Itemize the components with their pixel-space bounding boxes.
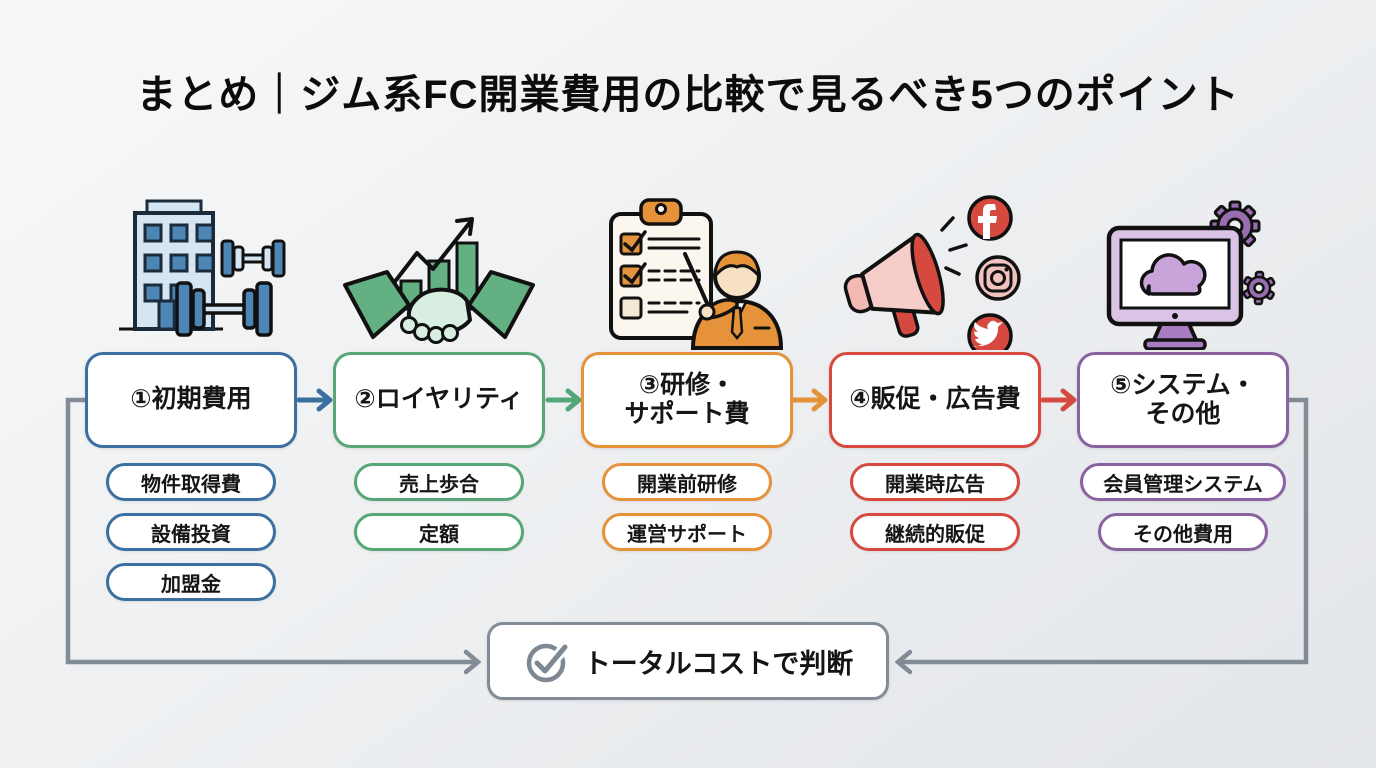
training-checklist-icon	[581, 185, 793, 352]
pill-opening-advertising: 開業時広告	[850, 463, 1020, 501]
pill-equipment-investment: 設備投資	[106, 513, 276, 551]
main-box-label: ④販促・広告費	[849, 385, 1021, 414]
arrow-4-5	[1040, 388, 1077, 412]
system-monitor-icon	[1077, 185, 1289, 352]
main-box-system-others: ⑤システム・ その他	[1077, 352, 1289, 448]
column-royalty: ②ロイヤリティ 売上歩合 定額	[333, 185, 545, 551]
column-system-others: ⑤システム・ その他 会員管理システム その他費用	[1077, 185, 1289, 551]
main-box-label: ②ロイヤリティ	[354, 385, 524, 414]
connector-left	[65, 397, 482, 675]
main-box-promotion-advertising: ④販促・広告費	[829, 352, 1041, 448]
arrow-2-3	[545, 388, 582, 412]
main-box-label: ⑤システム・ その他	[1110, 370, 1256, 429]
arrow-1-2	[296, 388, 333, 412]
main-box-initial-costs: ①初期費用	[85, 352, 297, 448]
conclusion-box: トータルコストで判断	[487, 622, 889, 700]
building-dumbbells-icon	[85, 185, 297, 352]
arrow-3-4	[789, 388, 828, 412]
main-box-label: ①初期費用	[130, 385, 252, 414]
pill-other-costs: その他費用	[1098, 513, 1268, 551]
conclusion-label: トータルコストで判断	[583, 648, 854, 679]
pill-member-management-system: 会員管理システム	[1080, 463, 1286, 501]
connector-right	[894, 397, 1309, 675]
pill-property-cost: 物件取得費	[106, 463, 276, 501]
pill-preopening-training: 開業前研修	[602, 463, 772, 501]
main-box-royalty: ②ロイヤリティ	[333, 352, 545, 448]
main-box-label: ③研修・ サポート費	[624, 370, 750, 429]
handshake-growth-icon	[333, 185, 545, 352]
column-promotion-advertising: ④販促・広告費 開業時広告 継続的販促	[829, 185, 1041, 551]
column-initial-costs: ①初期費用 物件取得費 設備投資 加盟金	[85, 185, 297, 601]
pill-franchise-fee: 加盟金	[106, 563, 276, 601]
pill-operation-support: 運営サポート	[602, 513, 772, 551]
pill-fixed-amount: 定額	[354, 513, 524, 551]
page-title: まとめ｜ジム系FC開業費用の比較で見るべき5つのポイント	[136, 73, 1240, 117]
pill-sales-percentage: 売上歩合	[354, 463, 524, 501]
pill-continuous-promotion: 継続的販促	[850, 513, 1020, 551]
main-box-training-support: ③研修・ サポート費	[581, 352, 793, 448]
check-circle-icon	[526, 641, 571, 683]
gear-small	[1242, 270, 1276, 305]
column-training-support: ③研修・ サポート費 開業前研修 運営サポート	[581, 185, 793, 551]
megaphone-social-icon	[829, 185, 1041, 352]
